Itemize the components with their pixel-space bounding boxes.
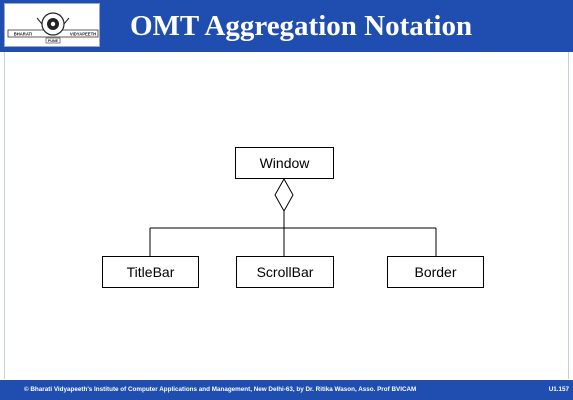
- logo-right-text: VIDYAPEETH: [70, 32, 96, 37]
- class-scrollbar: ScrollBar: [236, 256, 334, 288]
- institute-logo: BHARATI VIDYAPEETH PUNE: [4, 3, 100, 47]
- slide-footer: © Bharati Vidyapeeth's Institute of Comp…: [0, 380, 573, 400]
- slide-header: BHARATI VIDYAPEETH PUNE OMT Aggregation …: [0, 0, 573, 52]
- aggregation-diamond-icon: [274, 177, 294, 213]
- logo-left-text: BHARATI: [14, 32, 33, 37]
- class-window: Window: [235, 147, 334, 179]
- logo-bottom-text: PUNE: [48, 39, 59, 43]
- footer-credit: © Bharati Vidyapeeth's Institute of Comp…: [24, 386, 417, 393]
- class-titlebar: TitleBar: [102, 256, 199, 288]
- slide-number: U1.157: [548, 386, 569, 393]
- class-border: Border: [387, 256, 484, 288]
- logo-emblem-icon: BHARATI VIDYAPEETH PUNE: [7, 12, 99, 44]
- slide-title: OMT Aggregation Notation: [130, 10, 473, 42]
- content-frame: [4, 52, 569, 379]
